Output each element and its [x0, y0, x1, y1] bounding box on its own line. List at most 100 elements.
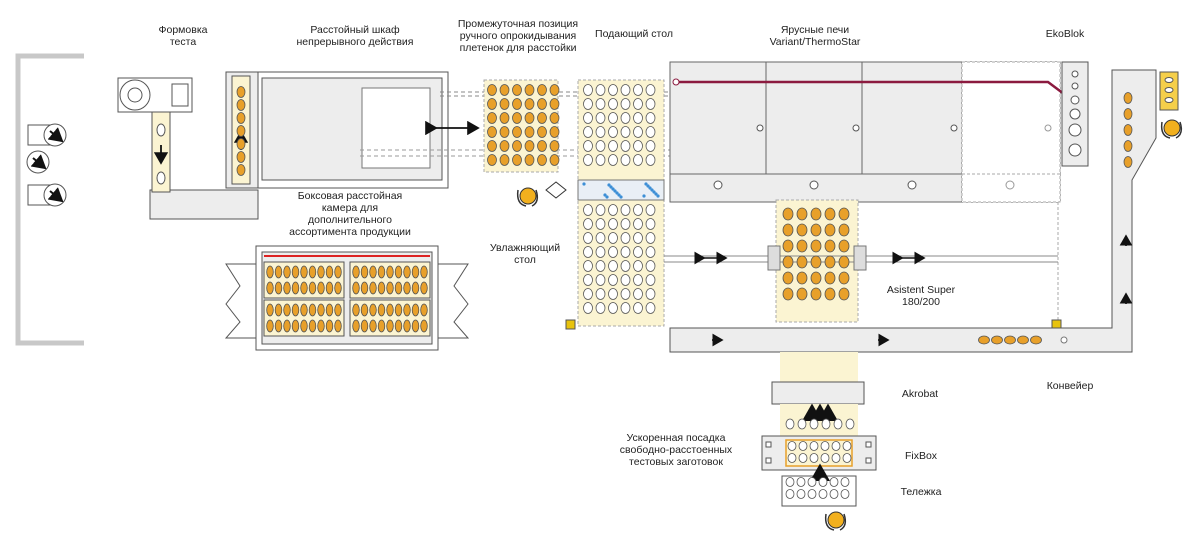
operator-ekoblok	[1160, 119, 1183, 139]
dough-piece	[583, 140, 593, 152]
dough-piece	[785, 477, 795, 487]
mist-droplet	[646, 184, 650, 188]
dough-piece	[620, 288, 631, 300]
mist-droplet	[654, 192, 658, 196]
dough-piece	[537, 126, 547, 138]
dough-piece	[420, 265, 428, 279]
dough-piece	[782, 207, 794, 221]
asistent-loader	[664, 199, 1062, 330]
dough-piece	[512, 126, 522, 138]
dough-piece	[608, 260, 618, 272]
dough-piece	[608, 154, 618, 166]
dough-forming-machine	[117, 77, 259, 220]
dough-piece	[807, 477, 817, 487]
dough-piece	[377, 303, 386, 317]
dough-piece	[266, 303, 274, 317]
dough-piece	[620, 232, 631, 244]
dough-piece	[499, 112, 510, 124]
dough-piece	[512, 154, 522, 166]
dough-piece	[595, 232, 606, 244]
dough-piece	[595, 154, 606, 166]
dough-piece	[308, 319, 317, 333]
dough-piece	[360, 265, 369, 279]
dough-piece	[809, 418, 819, 430]
label-conveyor: Конвейер	[1046, 380, 1094, 392]
dough-piece	[1030, 335, 1042, 345]
dough-piece	[403, 265, 411, 279]
dough-piece	[499, 154, 510, 166]
dough-piece	[236, 86, 246, 98]
dough-piece	[386, 319, 394, 333]
dough-piece	[308, 303, 317, 317]
dough-piece	[833, 418, 843, 430]
dough-piece	[537, 140, 547, 152]
dough-piece	[620, 84, 631, 96]
dough-piece	[274, 303, 283, 317]
dough-piece	[499, 98, 510, 110]
dough-piece	[499, 84, 510, 96]
dough-piece	[583, 84, 593, 96]
dough-piece	[583, 288, 593, 300]
dough-piece	[537, 98, 547, 110]
dough-piece	[645, 98, 656, 110]
dough-piece	[394, 281, 403, 295]
dough-piece	[838, 239, 850, 253]
dough-piece	[824, 287, 836, 301]
dough-piece	[334, 303, 342, 317]
dough-piece	[620, 112, 631, 124]
dough-piece	[549, 98, 560, 110]
ekoblok-unit	[1061, 61, 1089, 167]
dough-piece	[524, 154, 535, 166]
dough-piece	[549, 126, 560, 138]
dough-piece	[1123, 92, 1133, 104]
dough-piece	[325, 265, 334, 279]
dough-piece	[291, 281, 300, 295]
dough-piece	[369, 265, 377, 279]
dough-piece	[595, 218, 606, 230]
dough-piece	[325, 281, 334, 295]
dough-piece	[810, 271, 822, 285]
dough-piece	[838, 207, 850, 221]
dough-piece	[274, 281, 283, 295]
dough-piece	[317, 319, 325, 333]
label-deck-ovens: Ярусные печи Variant/ThermoStar	[769, 24, 861, 48]
dough-piece	[796, 287, 808, 301]
dough-piece	[838, 287, 850, 301]
dough-piece	[633, 260, 643, 272]
dough-piece	[620, 154, 631, 166]
dough-piece	[829, 489, 839, 499]
dough-piece	[537, 84, 547, 96]
dough-piece	[1123, 140, 1133, 152]
dough-piece	[317, 265, 325, 279]
dough-piece	[645, 232, 656, 244]
dough-piece	[308, 281, 317, 295]
dough-piece	[283, 281, 291, 295]
dough-piece	[620, 126, 631, 138]
dough-piece	[595, 84, 606, 96]
dough-piece	[810, 223, 822, 237]
dough-piece	[377, 319, 386, 333]
dough-piece	[645, 204, 656, 216]
dough-piece	[785, 418, 795, 430]
dough-piece	[236, 151, 246, 163]
dough-piece	[633, 302, 643, 314]
dough-piece	[824, 239, 836, 253]
dough-piece	[645, 288, 656, 300]
dough-piece	[645, 126, 656, 138]
mist-droplet	[607, 183, 611, 187]
dough-piece	[499, 126, 510, 138]
dough-piece	[608, 218, 618, 230]
dough-piece	[595, 204, 606, 216]
dough-piece	[809, 453, 819, 463]
label-intermediate-position: Промежуточная позиция ручного опрокидыва…	[457, 18, 579, 54]
dough-piece	[487, 84, 497, 96]
dough-piece	[300, 281, 308, 295]
dough-piece	[487, 112, 497, 124]
dough-piece	[633, 288, 643, 300]
dough-piece	[620, 98, 631, 110]
dough-piece	[369, 319, 377, 333]
dough-piece	[512, 84, 522, 96]
dough-piece	[838, 271, 850, 285]
box-proofer	[224, 245, 470, 351]
